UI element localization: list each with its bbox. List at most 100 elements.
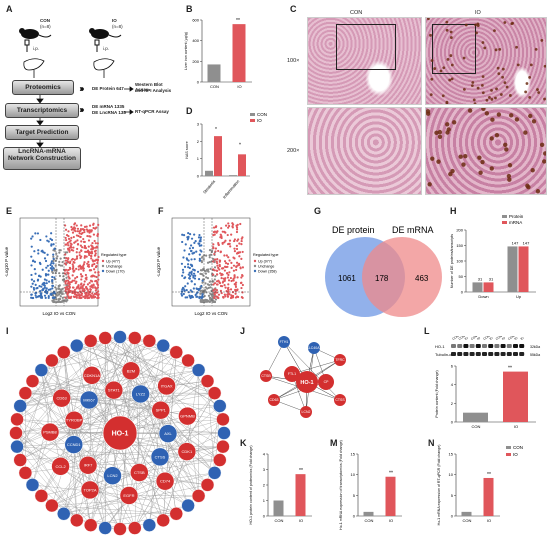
iron-deposit xyxy=(498,47,502,51)
point-up xyxy=(81,285,84,288)
point-up xyxy=(227,283,230,286)
y-tick-label: 10 xyxy=(449,472,454,477)
network-node xyxy=(13,399,27,413)
point-up xyxy=(64,224,67,227)
point-up xyxy=(68,246,71,249)
point-up xyxy=(238,242,241,245)
point-up xyxy=(224,286,227,289)
point-up xyxy=(90,257,93,260)
y-tick-label: 2 xyxy=(451,401,454,406)
iron-deposit xyxy=(449,30,453,34)
point-up xyxy=(235,226,239,229)
point-down xyxy=(180,292,183,295)
network-edge xyxy=(73,444,77,521)
network-node xyxy=(13,453,27,467)
point-unchange xyxy=(208,254,211,257)
point-down xyxy=(30,293,33,296)
point-unchange xyxy=(55,288,58,291)
point-up xyxy=(91,241,94,245)
iron-deposit xyxy=(451,120,457,125)
point-up xyxy=(96,234,99,237)
point-down xyxy=(182,256,185,259)
point-up xyxy=(67,275,70,278)
point-down xyxy=(45,235,48,238)
point-down xyxy=(188,271,191,274)
point-up xyxy=(225,224,228,227)
network-edge xyxy=(87,380,208,466)
band-tubulin xyxy=(475,352,481,356)
point-up xyxy=(95,265,98,268)
point-up xyxy=(217,241,220,245)
panel-i-network: CDK1CTSSCD74CTSBEGFRLCN2TOP2AIRF7CCL2CCN… xyxy=(9,330,231,536)
point-unchange xyxy=(212,300,215,304)
point-up xyxy=(226,262,230,265)
x-tick-label: CON xyxy=(275,518,284,523)
network-node xyxy=(268,394,280,406)
point-up xyxy=(78,251,81,254)
node-label: FTL1 xyxy=(288,372,296,376)
point-up xyxy=(67,234,70,238)
point-unchange xyxy=(200,259,203,263)
point-up xyxy=(217,279,220,282)
io-group-label: IO xyxy=(112,18,117,23)
point-up xyxy=(241,236,244,239)
network-edge xyxy=(61,345,164,399)
hub-label: HO-1 xyxy=(112,431,129,438)
point-up xyxy=(215,289,219,292)
iron-deposit xyxy=(478,170,483,175)
point-unchange xyxy=(208,280,211,283)
network-edge xyxy=(20,392,215,407)
network-node xyxy=(57,345,71,359)
panel-label-b: B xyxy=(186,4,193,14)
point-up xyxy=(212,289,215,292)
network-edge xyxy=(20,375,92,407)
point-up xyxy=(82,228,85,232)
node-label: CTSS xyxy=(155,454,166,459)
point-unchange xyxy=(58,272,61,275)
network-node xyxy=(260,370,272,382)
hub-node xyxy=(296,371,318,393)
point-up xyxy=(83,255,87,258)
point-down xyxy=(193,233,196,236)
point-up xyxy=(65,238,68,242)
point-down xyxy=(181,233,184,236)
point-up xyxy=(229,245,232,248)
network-edge xyxy=(51,505,177,514)
legend-dot xyxy=(101,259,105,263)
point-down xyxy=(32,280,36,283)
point-up xyxy=(213,230,217,233)
point-unchange xyxy=(64,251,67,254)
point-up xyxy=(225,265,228,269)
iron-deposit xyxy=(473,102,477,104)
iron-deposit xyxy=(474,23,478,27)
point-down xyxy=(199,249,202,252)
panel-label-n: N xyxy=(428,438,435,448)
point-up xyxy=(233,274,236,277)
point-up xyxy=(66,293,69,296)
point-up xyxy=(240,239,243,243)
network-node xyxy=(70,513,84,528)
iron-deposit xyxy=(490,98,494,101)
band-tubulin xyxy=(494,352,500,356)
point-down xyxy=(198,240,201,243)
point-up xyxy=(64,282,67,285)
point-unchange xyxy=(57,287,60,290)
iron-deposit xyxy=(445,102,449,104)
network-edge xyxy=(76,345,106,529)
panel-label-e: E xyxy=(6,206,13,216)
point-down xyxy=(198,257,201,260)
point-up xyxy=(76,247,79,251)
legend-label-io: IO xyxy=(513,452,518,457)
point-unchange xyxy=(52,299,55,302)
point-down xyxy=(50,260,53,263)
point-up xyxy=(87,245,90,248)
network-edge xyxy=(16,398,62,447)
network-node xyxy=(79,390,99,410)
point-up xyxy=(223,254,226,257)
point-up xyxy=(75,251,78,254)
legend-label-protein: Protein xyxy=(509,214,524,219)
point-up xyxy=(96,242,99,245)
network-edge xyxy=(63,472,215,514)
network-node xyxy=(216,412,230,427)
